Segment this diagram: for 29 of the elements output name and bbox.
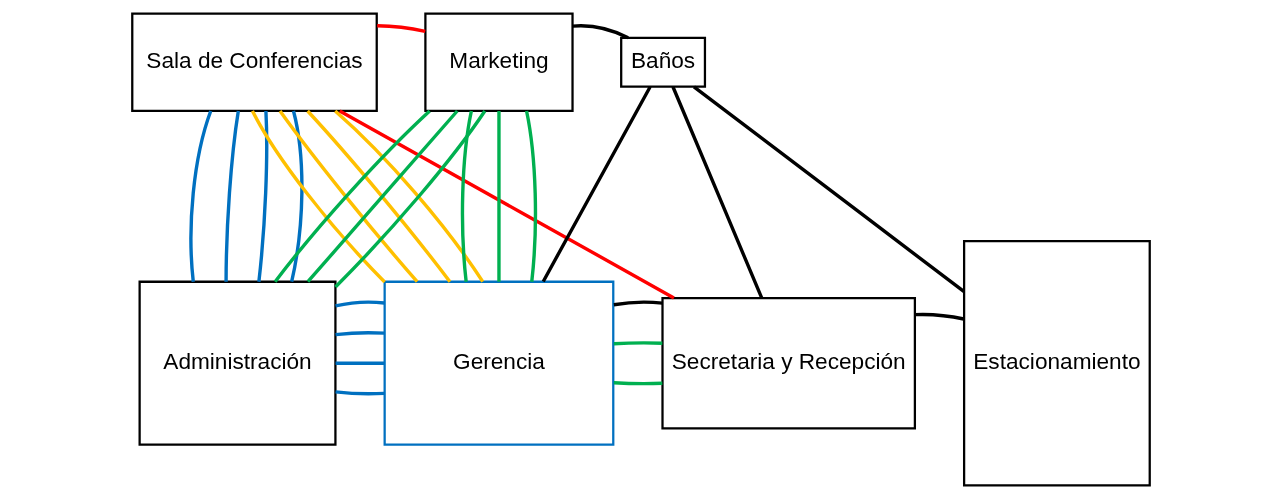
connector [524,110,538,282]
connector [257,110,269,282]
connector [460,110,474,282]
connector [613,380,663,385]
node-box: Gerencia [383,280,615,446]
connector [572,23,629,39]
connector [189,109,213,282]
node-box: Marketing [424,11,574,112]
node-box: Estacionamiento [963,239,1151,487]
connector [338,109,675,299]
connector [497,110,501,282]
connector [914,312,965,321]
connector [224,110,240,282]
connector [335,299,385,308]
node-box: Administración [138,280,337,446]
node-box: Secretaria y Recepción [661,296,916,429]
connector [377,23,426,33]
connector [335,330,385,336]
connector [290,110,304,282]
node-box: Sala de Conferencias [131,11,378,112]
connector [613,299,663,306]
connector [692,84,966,293]
node-box: Baños [620,36,707,88]
connector [250,109,386,283]
connector [541,85,652,282]
connector [671,85,764,298]
connector [613,340,663,345]
connector [335,361,385,365]
connector [335,389,385,395]
